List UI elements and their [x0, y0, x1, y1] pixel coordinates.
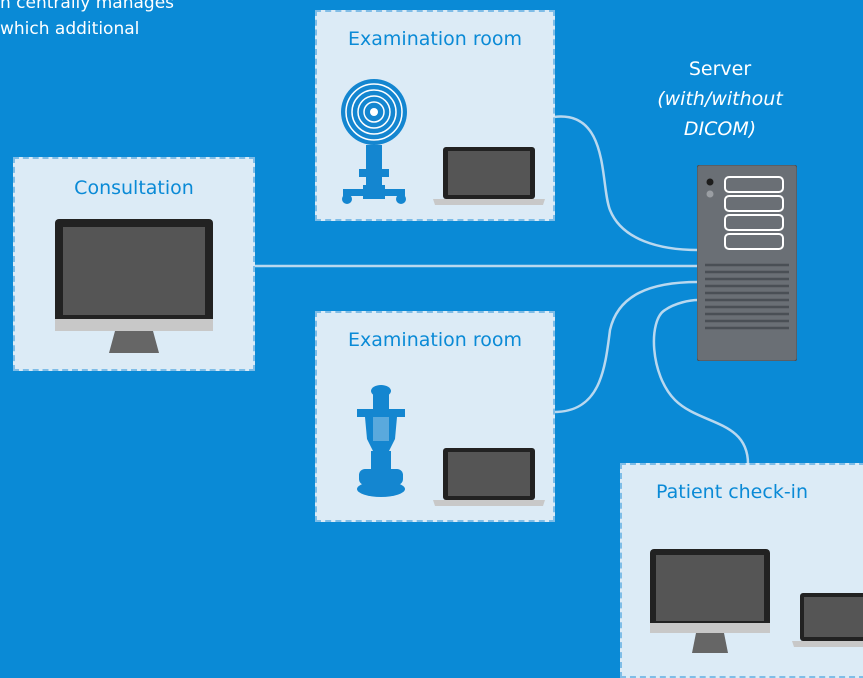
exam-room-2-title: Examination room [348, 329, 522, 351]
laptop-icon [433, 147, 545, 205]
consultation-box: Consultation [13, 157, 255, 371]
intro-text: n centrally manages which additional [0, 0, 174, 42]
connector-exam-room-1-server [553, 115, 699, 252]
intro-line-1: n centrally manages [0, 0, 175, 13]
patient-checkin-box: Patient check-in [620, 463, 863, 678]
patient-checkin-title: Patient check-in [656, 481, 808, 503]
server-title: Server [688, 58, 752, 80]
laptop-icon [433, 448, 545, 506]
connector-exam-room-2-server [553, 280, 699, 414]
connector-patient-checkin-server [652, 298, 750, 465]
desktop-monitor-icon [55, 219, 213, 353]
server-label: Server (with/without DICOM) [640, 54, 800, 144]
consultation-title: Consultation [74, 177, 194, 199]
exam-room-1-box: Examination room [315, 10, 555, 221]
laptop-icon [792, 593, 863, 647]
server-subtitle-line-2: DICOM) [683, 118, 757, 140]
tonometer-device-icon [341, 79, 407, 204]
intro-line-2: which additional [0, 19, 140, 39]
exam-room-1-title: Examination room [348, 28, 522, 50]
exam-room-2-box: Examination room [315, 311, 555, 522]
server-subtitle-line-1: (with/without [657, 88, 783, 110]
server-tower-icon [697, 165, 797, 361]
lens-meter-device-icon [357, 385, 405, 497]
desktop-monitor-icon [650, 549, 770, 653]
